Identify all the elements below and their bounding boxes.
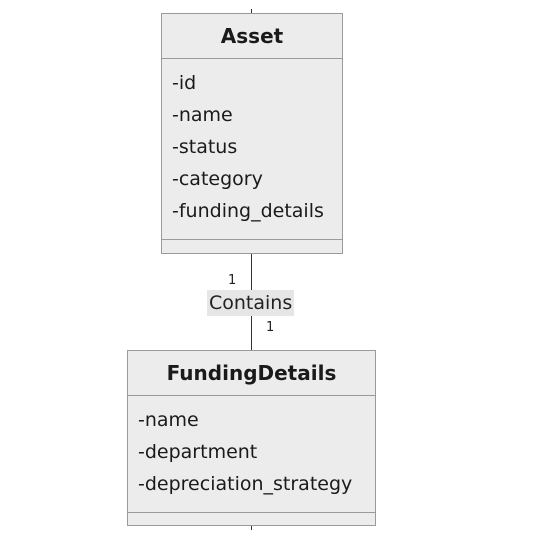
asset-class-name: Asset: [162, 14, 342, 59]
asset-class-box: Asset -id -name -status -category -fundi…: [161, 13, 343, 254]
association-line-lower: [251, 316, 252, 350]
bottom-connector-stub: [251, 526, 252, 530]
attribute-status: -status: [172, 136, 238, 158]
attribute-funding-details: -funding_details: [172, 200, 324, 222]
attribute-depreciation-strategy: -depreciation_strategy: [138, 473, 353, 495]
association-line-upper: [251, 254, 252, 290]
source-multiplicity: 1: [228, 273, 237, 288]
attribute-id: -id: [172, 72, 197, 94]
asset-methods: [162, 240, 342, 253]
top-connector-stub: [251, 9, 252, 13]
funding-details-methods: [128, 513, 375, 525]
funding-details-class-box: FundingDetails -name -department -deprec…: [127, 350, 376, 526]
attribute-name: -name: [138, 409, 199, 431]
funding-details-attributes: -name -department -depreciation_strategy: [128, 396, 375, 513]
funding-details-class-name: FundingDetails: [128, 351, 375, 396]
asset-attributes: -id -name -status -category -funding_det…: [162, 59, 342, 240]
attribute-department: -department: [138, 441, 258, 463]
target-multiplicity: 1: [266, 320, 275, 335]
attribute-name: -name: [172, 104, 233, 126]
attribute-category: -category: [172, 168, 263, 190]
association-label: Contains: [207, 290, 295, 316]
